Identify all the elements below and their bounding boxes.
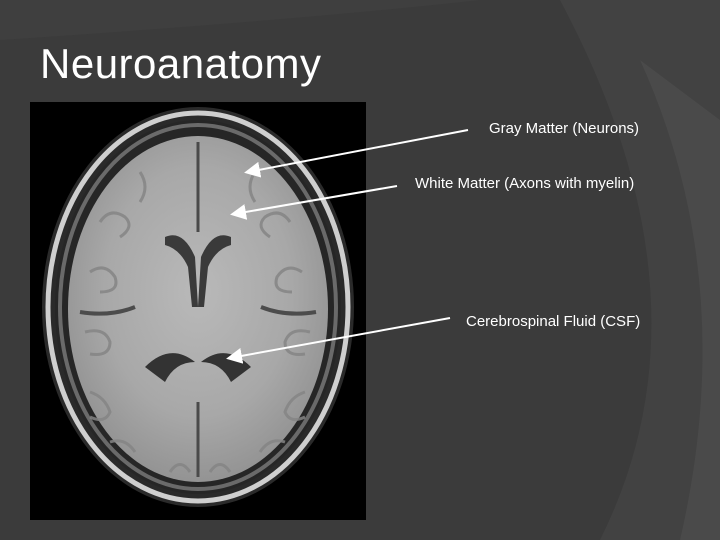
gray-matter-label: Gray Matter (Neurons) — [489, 120, 640, 137]
gray-matter-arrow — [244, 129, 469, 178]
csf-label: Cerebrospinal Fluid (CSF) — [466, 313, 641, 330]
slide-title: Neuroanatomy — [40, 40, 322, 87]
white-matter-arrow — [230, 185, 398, 220]
white-matter-label: White Matter (Axons with myelin) — [415, 175, 635, 192]
csf-arrow — [226, 317, 451, 364]
